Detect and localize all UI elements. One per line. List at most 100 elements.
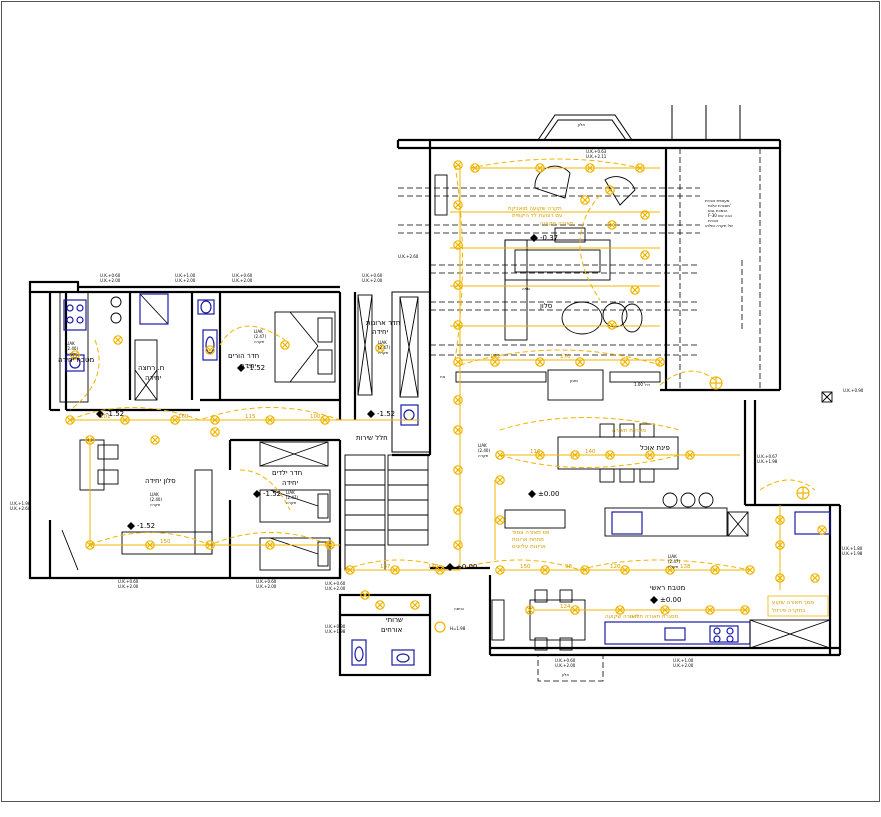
dim-text: 100 bbox=[310, 414, 321, 420]
stair-height-label: H=1.98 bbox=[450, 626, 466, 631]
light-fixture-icon bbox=[605, 185, 615, 195]
ceiling-tag: LIAK bbox=[478, 443, 487, 448]
room-name: פינת אוכל bbox=[640, 444, 670, 452]
level-marker-icon: -1.52 bbox=[253, 490, 281, 498]
ceiling-height: (2.47) bbox=[254, 334, 266, 339]
level-markers: -1.52 -1.52 -1.52 -1.52 -1.52 -0.37 ±0.0… bbox=[96, 234, 681, 604]
ceiling-note: תקרה bbox=[378, 350, 389, 355]
light-fixture-icon bbox=[640, 250, 650, 260]
light-fixture-icon bbox=[453, 357, 463, 367]
top-window-label: חלון bbox=[578, 122, 585, 127]
ceiling-tag: LIAK bbox=[668, 554, 677, 559]
light-fixture-icon bbox=[453, 425, 463, 435]
light-fixture-icon bbox=[495, 475, 505, 485]
room-name-line2: יחידה bbox=[240, 362, 257, 370]
light-fixture-icon bbox=[575, 357, 585, 367]
level-marker-icon: -1.52 bbox=[127, 522, 155, 530]
level-text: -1.52 bbox=[106, 410, 124, 418]
elevation-marks: U.K.+0.60 U.K.+2.00 U.K.+1.00 U.K.+2.00 … bbox=[10, 149, 863, 668]
light-fixture-icon bbox=[453, 240, 463, 250]
light-fixture-icon bbox=[495, 450, 505, 460]
level-marker-icon: -1.52 bbox=[96, 410, 124, 418]
light-fixture-icon bbox=[345, 565, 355, 575]
light-fixture-icon bbox=[645, 450, 655, 460]
cornice-label: U.K.+0.90 bbox=[843, 388, 864, 393]
ceiling-height: (2.47) bbox=[378, 345, 390, 350]
room-unit-living: סלון יחידה LIAK (2.40) תקרה bbox=[145, 477, 176, 507]
room-name: חדר הורים bbox=[228, 352, 259, 360]
dim-text: 137 bbox=[380, 564, 391, 570]
level-text: -1.52 bbox=[377, 410, 395, 418]
note-line: זכוכית bbox=[708, 218, 719, 223]
salon-sub: תאורה שקועה bbox=[540, 221, 574, 227]
light-fixture-icon bbox=[325, 540, 335, 550]
ceiling-tag: LIAK bbox=[150, 492, 159, 497]
light-fixture-icon bbox=[453, 540, 463, 550]
room-name: סלון יחידה bbox=[145, 477, 176, 485]
light-fixture-icon bbox=[375, 600, 385, 610]
ceiling-note: תקרה bbox=[254, 339, 265, 344]
light-fixture-icon bbox=[453, 465, 463, 475]
light-fixture-icon bbox=[435, 565, 445, 575]
light-fixture-icon bbox=[630, 285, 640, 295]
light-fixture-icon bbox=[585, 163, 595, 173]
kitchen-note: פס תאורה צמוד bbox=[512, 530, 550, 536]
column-marker bbox=[821, 391, 833, 403]
level-text: -0.37 bbox=[540, 234, 558, 242]
room-name: שרותי bbox=[386, 616, 403, 624]
elevation-mark: U.K.+0.90 bbox=[325, 624, 346, 629]
entrance-label: כניסה bbox=[454, 606, 464, 611]
room-main-kitchen: מטבח ראשי LIAK (2.47) תקרה פס תאורה צמוד… bbox=[512, 530, 686, 620]
elevation-mark: U.K.+2.60 bbox=[10, 506, 31, 511]
light-fixture-icon bbox=[607, 220, 617, 230]
level-marker-icon: ±0.00 bbox=[650, 596, 681, 604]
level-text: ±0.00 bbox=[538, 490, 559, 498]
light-fixture-icon bbox=[453, 395, 463, 405]
level-text: -1.52 bbox=[137, 522, 155, 530]
room-name: חדר ארונות bbox=[366, 319, 400, 327]
room-name: ח. רחצה bbox=[138, 364, 164, 372]
light-fixture-icon bbox=[85, 540, 95, 550]
elevation-mark: U.K.+0.63 bbox=[586, 149, 607, 154]
elevation-mark: U.K.+2.00 bbox=[232, 278, 253, 283]
electrical-layer bbox=[69, 158, 816, 611]
elevation-mark: U.K.+2.60 bbox=[398, 254, 419, 259]
room-outer-kitchen: LIAK (2.40) תקרה מטבח יחידה bbox=[58, 341, 94, 364]
light-fixture-icon bbox=[65, 415, 75, 425]
room-name: מטבח ראשי bbox=[650, 584, 686, 592]
elevation-mark: U.K.+2.00 bbox=[555, 663, 576, 668]
light-fixture-icon bbox=[775, 573, 785, 583]
level-marker-icon: -1.52 bbox=[367, 410, 395, 418]
level-marker-icon: -1.52 bbox=[237, 364, 265, 372]
dim-text: 120 bbox=[610, 564, 621, 570]
furniture bbox=[59, 165, 831, 666]
light-fixture-icon bbox=[810, 573, 820, 583]
note-line: בתקרה פירזול bbox=[772, 607, 805, 614]
elevation-mark: U.K.+1.98 bbox=[325, 629, 346, 634]
bottom-window-label: חלון bbox=[562, 672, 569, 677]
light-fixture-icon bbox=[490, 357, 500, 367]
ceiling-note: תקרה bbox=[150, 502, 161, 507]
kitchen-ceiling-note: תאורה שקועה bbox=[605, 614, 639, 620]
light-fixture-icon bbox=[390, 565, 400, 575]
light-fixture-icon bbox=[210, 415, 220, 425]
light-fixture-icon bbox=[470, 163, 480, 173]
wall-light-icon bbox=[434, 621, 446, 633]
note-line: מסך תאורה שקוע bbox=[772, 600, 814, 606]
light-fixture-icon bbox=[740, 605, 750, 615]
dim-text: 115 bbox=[245, 414, 256, 420]
ceiling-tag: LIAK bbox=[286, 490, 295, 495]
room-name-line2: יחידה bbox=[145, 374, 162, 382]
light-fixture-icon bbox=[453, 320, 463, 330]
level-text: -1.52 bbox=[263, 490, 281, 498]
ceiling-height: (2.40) bbox=[478, 448, 490, 453]
dim-text: 116 bbox=[530, 449, 541, 455]
light-fixture-icon bbox=[640, 210, 650, 220]
note-line: הנמכת גבס bbox=[708, 208, 728, 213]
light-fixture-icon bbox=[580, 195, 590, 205]
light-fixture-icon bbox=[360, 590, 370, 600]
light-fixture-icon bbox=[817, 525, 827, 535]
light-fixture-icon bbox=[205, 345, 215, 355]
level-text: -1.52 bbox=[247, 364, 265, 372]
